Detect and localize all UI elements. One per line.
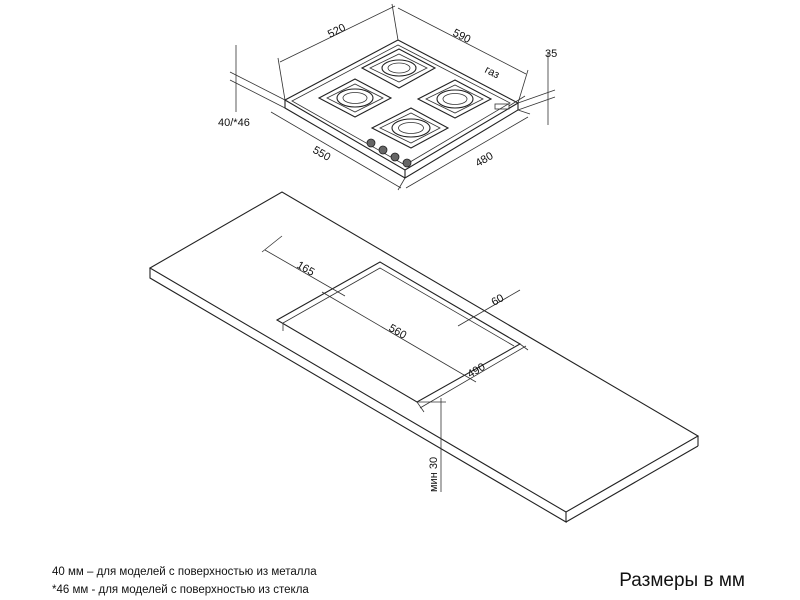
dim-60: 60 [457, 289, 521, 327]
burner-front [370, 107, 450, 149]
svg-text:165: 165 [295, 259, 317, 279]
svg-text:35: 35 [545, 48, 557, 60]
svg-text:550: 550 [311, 144, 333, 164]
svg-text:590: 590 [451, 27, 473, 46]
burner-left [317, 78, 393, 118]
units-caption: Размеры в мм [619, 570, 745, 591]
hob-drawing: 520 590 газ 35 40/*46 550 [218, 3, 557, 191]
dim-min-30: мин 30 [417, 398, 446, 492]
burner-right [416, 79, 493, 119]
burner-back [360, 48, 437, 89]
note-metal-surface: 40 мм – для моделей с поверхностью из ме… [52, 566, 317, 578]
svg-text:мин 30: мин 30 [428, 457, 440, 492]
note-glass-surface: *46 мм - для моделей с поверхностью из с… [52, 584, 309, 596]
countertop-drawing: 165 560 60 490 мин 30 [148, 191, 700, 523]
svg-text:560: 560 [387, 322, 409, 342]
dim-520: 520 [277, 3, 399, 101]
dim-560: 560 [321, 291, 477, 383]
countertop-front-edge [149, 268, 567, 523]
control-knobs [366, 138, 412, 168]
gas-connection [494, 95, 526, 110]
dim-35: 35 [517, 48, 557, 125]
svg-text:40/*46: 40/*46 [218, 117, 250, 129]
dim-165: 165 [261, 235, 346, 297]
svg-text:60: 60 [490, 292, 507, 309]
dim-40-46: 40/*46 [218, 45, 286, 129]
svg-text:480: 480 [474, 150, 496, 170]
svg-text:520: 520 [326, 22, 348, 41]
gas-label: газ [483, 64, 502, 81]
